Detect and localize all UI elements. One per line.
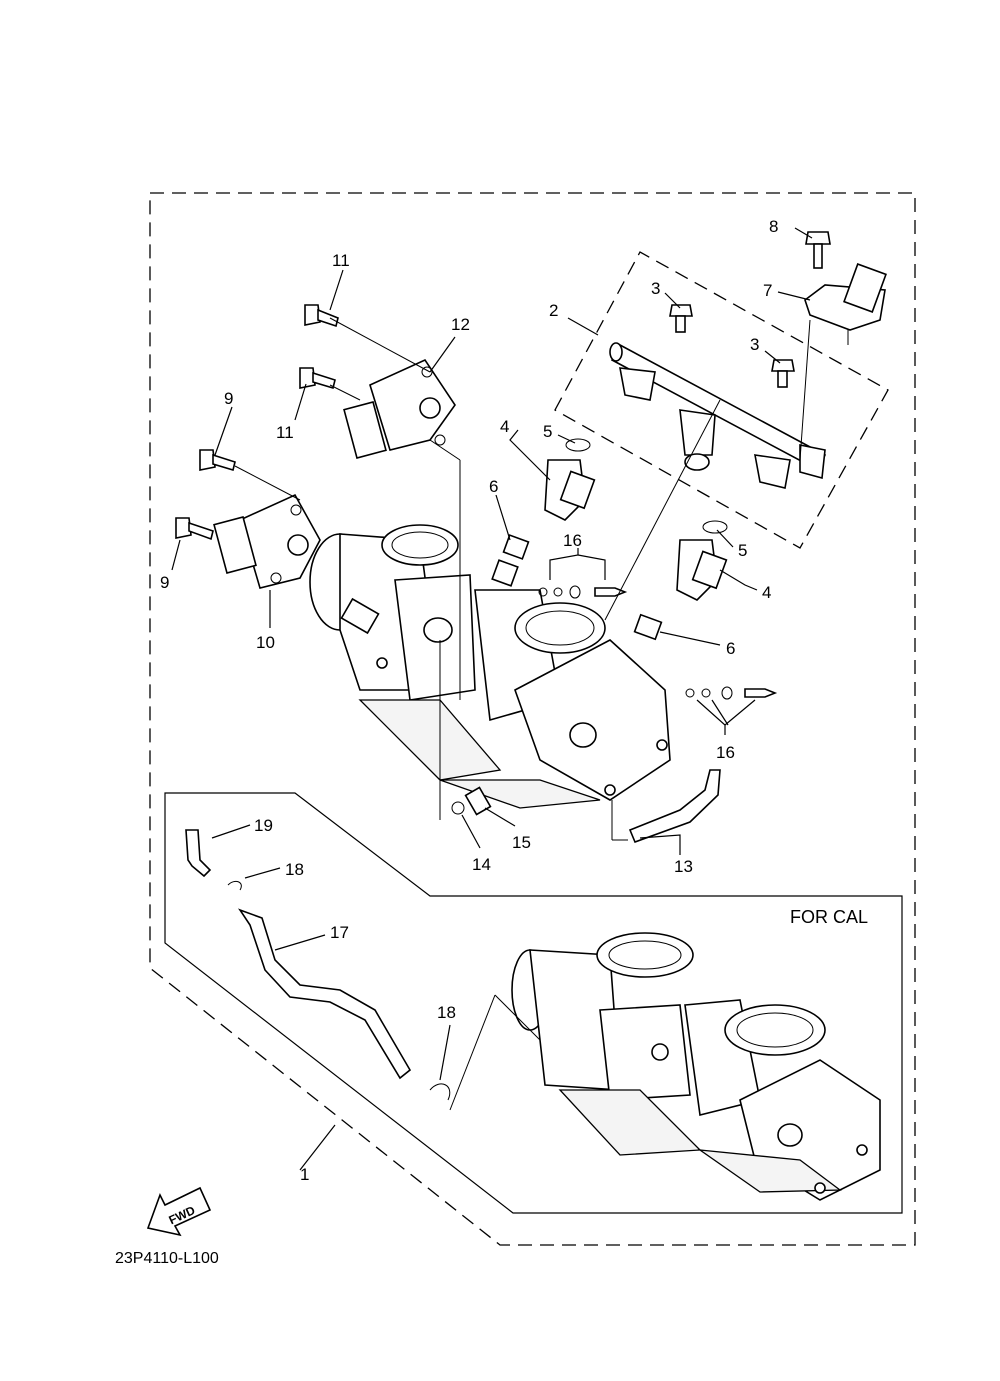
callout-2: 2: [549, 301, 558, 320]
for-cal-hose: [185, 829, 451, 1101]
injectors: [502, 438, 728, 641]
callout-5-upper: 5: [543, 422, 552, 441]
callout-7: 7: [763, 281, 772, 300]
callout-3-left: 3: [651, 279, 660, 298]
throttle-body-main: [309, 524, 671, 809]
sensor-7: [804, 263, 887, 345]
throttle-body-for-cal: [511, 932, 881, 1201]
small-parts: [451, 585, 778, 844]
callout-6-upper: 6: [489, 477, 498, 496]
sensor-12: [343, 358, 456, 460]
callout-13: 13: [674, 857, 693, 876]
callout-4-upper: 4: [500, 417, 509, 436]
callout-14: 14: [472, 855, 491, 874]
sensor-10: [213, 493, 321, 589]
for-cal-label: FOR CAL: [790, 907, 868, 927]
leader-lines: [171, 227, 813, 1171]
callout-6-lower: 6: [726, 639, 735, 658]
callout-16-upper: 16: [563, 531, 582, 550]
callout-9-upper: 9: [224, 389, 233, 408]
for-cal-boundary: [164, 792, 903, 1214]
callout-9-lower: 9: [160, 573, 169, 592]
callout-11-lower: 11: [276, 423, 294, 442]
bolts: [175, 231, 831, 541]
callout-16-lower: 16: [716, 743, 735, 762]
callout-3-right: 3: [750, 335, 759, 354]
assembly-boundary-dashed: [149, 192, 916, 1246]
drawing-code: 23P4110-L100: [115, 1250, 219, 1267]
callout-10: 10: [256, 633, 275, 652]
callout-labels: 1 2 3 3 4 4 5 5 6 6 7 8 9 9 10 11 11 12 …: [160, 217, 778, 1184]
callout-4-lower: 4: [762, 583, 771, 602]
callout-18-lower: 18: [437, 1003, 456, 1022]
fuel-rail-boundary-dashed: [554, 251, 889, 549]
callout-12: 12: [451, 315, 470, 334]
callout-17: 17: [330, 923, 349, 942]
callout-19: 19: [254, 816, 273, 835]
callout-1: 1: [300, 1165, 309, 1184]
fuel-rail: [609, 342, 827, 489]
callout-8: 8: [769, 217, 778, 236]
callout-18-upper: 18: [285, 860, 304, 879]
callout-15: 15: [512, 833, 531, 852]
callout-5-lower: 5: [738, 541, 747, 560]
callout-11-upper: 11: [332, 251, 350, 270]
fwd-arrow-icon: FWD: [146, 1186, 212, 1237]
